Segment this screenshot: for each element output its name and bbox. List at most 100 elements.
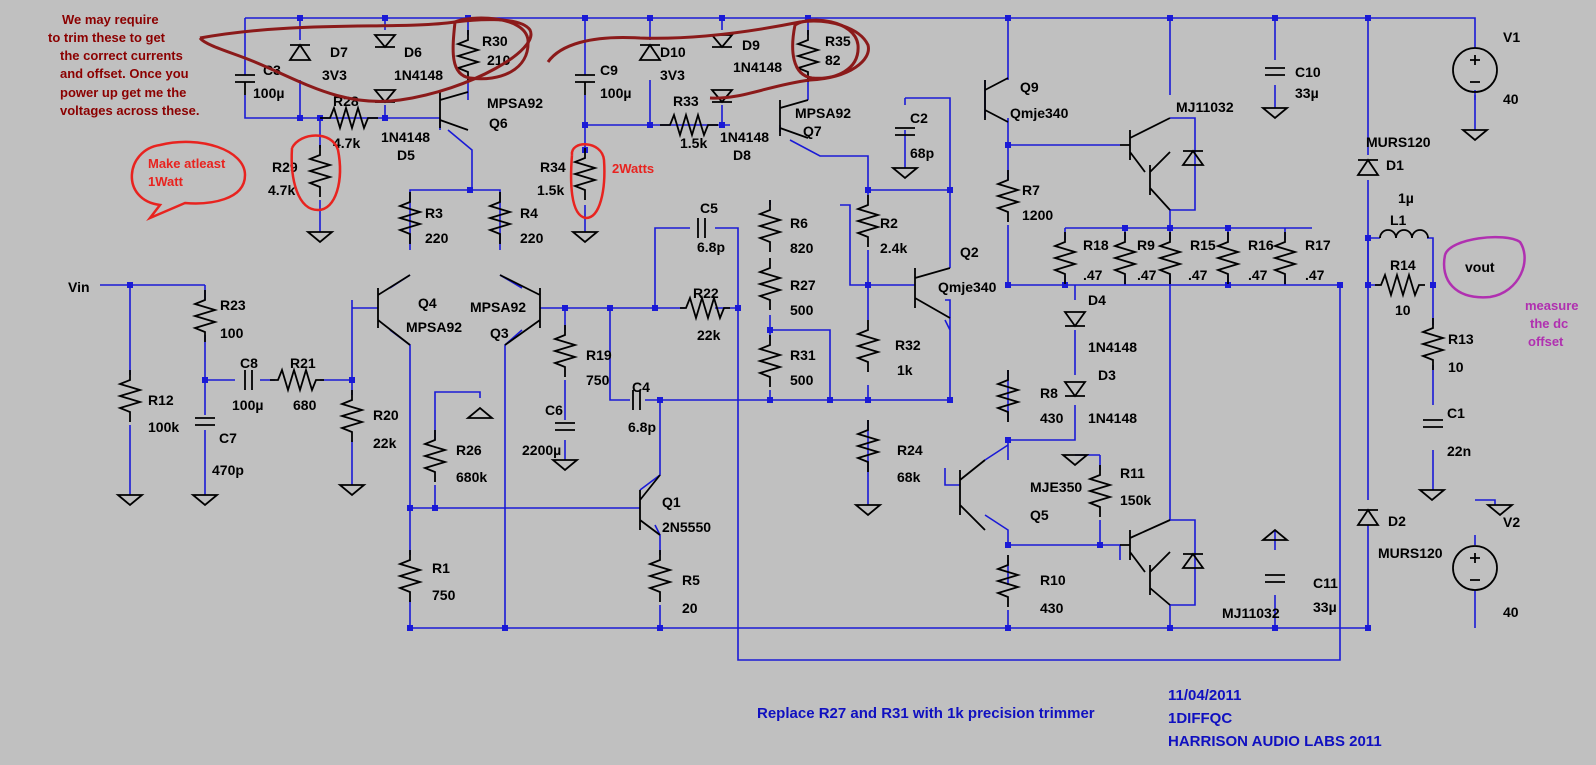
d10-ref: D10 [660, 44, 686, 60]
q5-value: MJE350 [1030, 479, 1082, 495]
c5-value: 6.8p [697, 239, 725, 255]
r35-ref: R35 [825, 33, 851, 49]
r6-value: 820 [790, 240, 814, 256]
watt-note-line-1: Make atleast [148, 156, 226, 171]
vout-net-label: vout [1465, 259, 1495, 275]
c1-value: 22n [1447, 443, 1471, 459]
c8-ref: C8 [240, 355, 258, 371]
d6-symbol [373, 34, 397, 49]
d8-value: 1N4148 [720, 129, 769, 145]
vin-net-label: Vin [68, 279, 90, 295]
d4-value: 1N4148 [1088, 339, 1137, 355]
vout-highlight [1442, 235, 1526, 299]
r16-ref: R16 [1248, 237, 1274, 253]
q7-value: MPSA92 [795, 105, 851, 121]
c8-symbol [244, 370, 253, 390]
mj11032-bottom-symbol [1120, 519, 1205, 606]
r24-ref: R24 [897, 442, 923, 458]
trim-note-line-1: We may require [62, 12, 159, 27]
r27-ref: R27 [790, 277, 816, 293]
d3-ref: D3 [1098, 367, 1116, 383]
r23-symbol [194, 289, 216, 343]
c7-ref: C7 [219, 430, 237, 446]
d9-value: 1N4148 [733, 59, 782, 75]
r1-symbol [399, 549, 421, 603]
v2-ref: V2 [1503, 514, 1520, 530]
d10-symbol [638, 43, 662, 61]
r26-ref: R26 [456, 442, 482, 458]
r29-value: 4.7k [268, 182, 295, 198]
v1-value: 40 [1503, 91, 1519, 107]
r30-r35-highlight [451, 16, 860, 81]
d7-value: 3V3 [322, 67, 347, 83]
r1-ref: R1 [432, 560, 450, 576]
r3-value: 220 [425, 230, 449, 246]
q7-symbol [779, 99, 809, 139]
r13-value: 10 [1448, 359, 1464, 375]
r18-ref: R18 [1083, 237, 1109, 253]
q5-symbol [959, 459, 986, 531]
r4-value: 220 [520, 230, 544, 246]
r8-ref: R8 [1040, 385, 1058, 401]
q9-ref: Q9 [1020, 79, 1039, 95]
r7-value: 1200 [1022, 207, 1053, 223]
r31-value: 500 [790, 372, 814, 388]
r11-ref: R11 [1120, 465, 1145, 481]
c7-symbol [195, 417, 215, 426]
mj11032-bottom-value: MJ11032 [1222, 605, 1280, 621]
c4-symbol [632, 390, 641, 410]
c8-value: 100µ [232, 397, 263, 413]
d5-ref: D5 [397, 147, 415, 163]
r16-value: .47 [1248, 267, 1268, 283]
trim-note-line-2: to trim these to get [48, 30, 166, 45]
d7-symbol [288, 43, 312, 61]
r2-ref: R2 [880, 215, 898, 231]
c4-value: 6.8p [628, 419, 656, 435]
r14-symbol [1375, 271, 1425, 299]
r34-ref: R34 [540, 159, 566, 175]
ground-symbols [115, 107, 1515, 541]
c9-value: 100µ [600, 85, 631, 101]
q3-value: MPSA92 [470, 299, 526, 315]
r29-highlight [290, 134, 342, 212]
r13-symbol [1422, 317, 1444, 371]
r28-value: 4.7k [333, 135, 360, 151]
two-watts-note: 2Watts [612, 161, 654, 176]
r21-symbol [270, 366, 324, 394]
r6-symbol [759, 199, 781, 253]
l1-value: 1µ [1398, 190, 1414, 206]
r20-symbol [341, 389, 363, 443]
r13-ref: R13 [1448, 331, 1474, 347]
r7-symbol [997, 169, 1019, 223]
r28-symbol [320, 104, 378, 132]
c10-value: 33µ [1295, 85, 1319, 101]
c2-value: 68p [910, 145, 934, 161]
q3-symbol [499, 274, 541, 346]
r22-ref: R22 [693, 285, 719, 301]
d10-value: 3V3 [660, 67, 685, 83]
trim-note-line-4: and offset. Once you [60, 66, 189, 81]
r16-symbol [1217, 231, 1239, 285]
r31-symbol [759, 334, 781, 388]
r5-symbol [649, 549, 671, 603]
d1-value: MURS120 [1366, 134, 1431, 150]
r9-symbol [1114, 231, 1136, 285]
r2-symbol [857, 194, 879, 248]
q9-value: Qmje340 [1010, 105, 1069, 121]
r7-ref: R7 [1022, 182, 1040, 198]
r22-value: 22k [697, 327, 721, 343]
r32-value: 1k [897, 362, 913, 378]
q6-symbol [439, 91, 469, 131]
r12-value: 100k [148, 419, 179, 435]
annotations: We may require to trim these to get the … [48, 12, 1578, 750]
r19-ref: R19 [586, 347, 612, 363]
r17-value: .47 [1305, 267, 1325, 283]
r30-ref: R30 [482, 33, 508, 49]
mj11032-top-symbol [1120, 117, 1205, 211]
dc-note-line-3: offset [1528, 334, 1564, 349]
r10-ref: R10 [1040, 572, 1066, 588]
q2-symbol [914, 267, 951, 319]
q7-ref: Q7 [803, 123, 822, 139]
r20-value: 22k [373, 435, 397, 451]
d9-ref: D9 [742, 37, 760, 53]
